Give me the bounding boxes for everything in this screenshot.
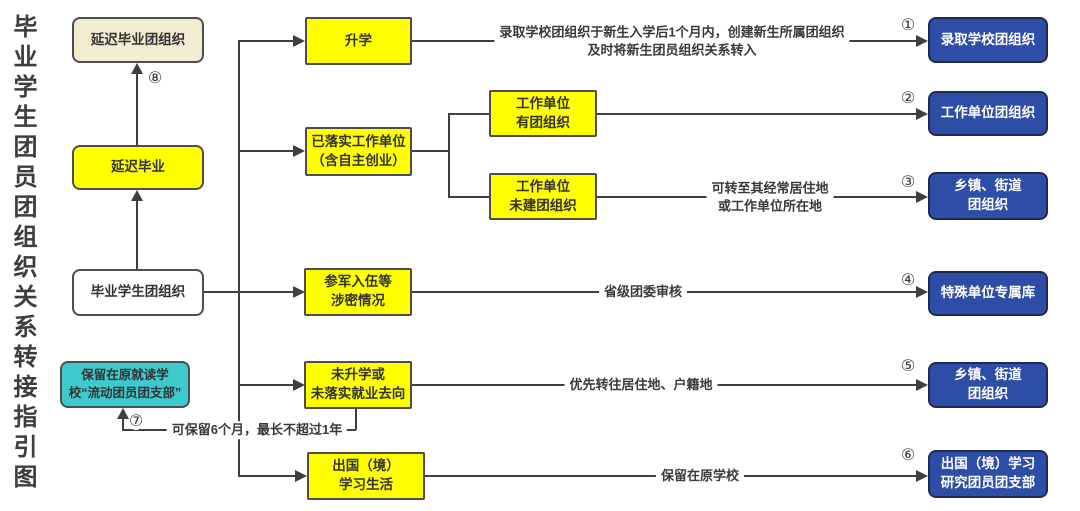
node-military-confidential: 参军入伍等 涉密情况	[304, 268, 412, 316]
node-workplace-without-league-org: 工作单位 未建团组织	[489, 173, 597, 220]
arrowhead-t5	[916, 379, 928, 391]
node-target-workplace-org: 工作单位团组织	[928, 91, 1048, 136]
annotation-priority-residence: 优先转往居住地、户籍地	[564, 376, 718, 394]
annotation-keep-original-school: 保留在原学校	[655, 467, 745, 485]
node-employment-secured: 已落实工作单位 （含自主创业）	[305, 127, 412, 176]
node-retained-mobile-member-branch: 保留在原就读学 校“流动团员团支部”	[60, 361, 190, 408]
diagram-title: 毕业学生团员团组织关系转接指引图	[9, 14, 36, 494]
connector-delay-to-delayorg	[136, 74, 138, 145]
connector-to-work-no	[448, 196, 489, 198]
arrowhead-to-delayed-graduation	[131, 190, 143, 201]
arrowhead-t3	[916, 191, 928, 203]
connector-work-split	[448, 113, 450, 197]
annotation-admitting-school-rule: 录取学校团组织于新生入学后1个月内，创建新生所属团组织 及时将新生团员组织关系转…	[494, 23, 850, 59]
node-target-township-street-org-2: 乡镇、街道 团组织	[928, 362, 1048, 408]
node-target-township-street-org-1: 乡镇、街道 团组织	[928, 172, 1048, 220]
arrowhead-to-enroll	[293, 35, 305, 47]
node-no-study-no-employment: 未升学或 未落实就业去向	[304, 361, 412, 409]
badge-1: ①	[900, 17, 916, 34]
arrowhead-to-abroad	[295, 470, 307, 482]
connector-branch-work	[239, 150, 293, 152]
node-further-study: 升学	[305, 17, 412, 65]
annotation-provincial-review: 省级团委审核	[598, 283, 688, 301]
connector-work-out	[412, 150, 449, 152]
badge-5: ⑤	[900, 358, 916, 375]
node-target-abroad-member-branch: 出国（境）学习 研究团员团支部	[928, 450, 1048, 498]
connector-branch-enroll	[239, 40, 293, 42]
node-target-special-unit-db: 特殊单位专属库	[928, 271, 1048, 316]
arrowhead-t2	[916, 108, 928, 120]
node-target-admitting-school-org: 录取学校团组织	[928, 17, 1048, 63]
arrowhead-t1	[916, 35, 928, 47]
connector-grad-to-trunk	[204, 291, 293, 293]
arrowhead-t6	[916, 470, 928, 482]
node-workplace-with-league-org: 工作单位 有团组织	[489, 90, 597, 137]
connector-to-work-has	[448, 113, 489, 115]
node-graduating-student-league-org: 毕业学生团组织	[72, 269, 204, 316]
badge-8: ⑧	[147, 70, 163, 87]
arrowhead-to-army	[293, 286, 305, 298]
connector-branch-abroad	[239, 475, 295, 477]
arrowhead-to-nojob	[293, 379, 305, 391]
badge-7: ⑦	[128, 413, 144, 430]
connector-trunk	[238, 40, 240, 477]
badge-3: ③	[900, 174, 916, 191]
arrowhead-to-delayed-org	[131, 63, 143, 74]
badge-2: ②	[900, 90, 916, 107]
arrowhead-to-retain	[117, 408, 129, 419]
node-delayed-graduation-org: 延迟毕业团组织	[72, 17, 204, 63]
node-delayed-graduation: 延迟毕业	[72, 145, 204, 190]
arrowhead-t4	[916, 286, 928, 298]
badge-4: ④	[900, 272, 916, 289]
connector-grad-to-delay	[136, 201, 138, 269]
annotation-keep-six-months: 可保留6个月，最长不超过1年	[166, 421, 348, 439]
annotation-residence-or-workplace: 可转至其经常居住地 或工作单位所在地	[706, 179, 834, 215]
connector-workhas-to-t2	[597, 113, 916, 115]
arrowhead-to-work	[293, 145, 305, 157]
connector-loop-up	[122, 419, 124, 430]
connector-branch-nojob	[239, 384, 293, 386]
badge-6: ⑥	[900, 447, 916, 464]
node-abroad-study-life: 出国（境） 学习生活	[307, 452, 425, 500]
connector-nojob-down	[355, 409, 357, 430]
